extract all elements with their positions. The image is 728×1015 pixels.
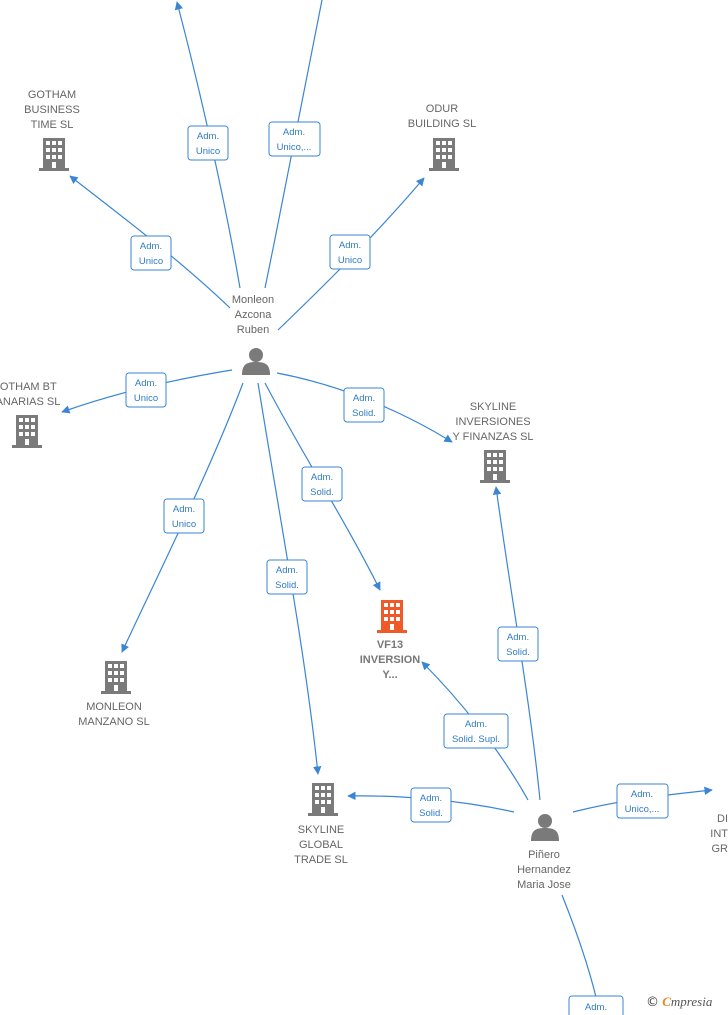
node-label: GOTHAM bbox=[28, 89, 76, 101]
node-label: GR bbox=[712, 843, 728, 855]
node-monleon-person[interactable]: Monleon Azcona Ruben bbox=[232, 294, 274, 375]
node-label: Monleon bbox=[232, 294, 274, 306]
node-label: Azcona bbox=[235, 309, 273, 321]
edge-label[interactable]: Adm. Unico bbox=[163, 498, 205, 534]
node-label: MONLEON bbox=[86, 701, 142, 713]
edge-label[interactable]: Adm. Solid. bbox=[301, 466, 343, 502]
node-label: Y... bbox=[382, 669, 397, 681]
edge-label-text: Unico,... bbox=[277, 142, 312, 153]
node-label: CANARIAS SL bbox=[0, 396, 60, 408]
node-label: Piñero bbox=[528, 849, 560, 861]
edge-label-text: Adm. bbox=[585, 1002, 607, 1013]
node-label: INVERSION bbox=[360, 654, 421, 666]
edge-labels: Adm. Unico Adm. Unico,... Adm. Unico Adm… bbox=[125, 121, 669, 1015]
building-icon bbox=[377, 600, 407, 633]
edge-label-text: Adm. bbox=[140, 241, 162, 252]
edge-label-text: Adm. bbox=[465, 719, 487, 730]
node-label: TRADE SL bbox=[294, 854, 348, 866]
brand-initial: C bbox=[662, 994, 671, 1009]
edge-label-text: Adm. bbox=[339, 240, 361, 251]
person-icon bbox=[242, 348, 270, 375]
edge-label-text: Adm. bbox=[631, 789, 653, 800]
node-label: INVERSIONES bbox=[455, 416, 530, 428]
edge-label-text: Solid. bbox=[419, 808, 443, 819]
node-label: VF13 bbox=[377, 639, 403, 651]
edge-label-text: Unico,... bbox=[625, 804, 660, 815]
edge-label[interactable]: Adm. Unico bbox=[130, 235, 172, 271]
edge-label-text: Adm. bbox=[353, 393, 375, 404]
brand-name: mpresia bbox=[670, 994, 713, 1009]
node-label: DI bbox=[717, 813, 728, 825]
edge-label-text: Adm. bbox=[507, 632, 529, 643]
node-label: BUSINESS bbox=[24, 104, 80, 116]
edge-label[interactable]: Adm. bbox=[568, 995, 624, 1015]
edge-label-text: Adm. bbox=[135, 378, 157, 389]
node-gotham-business[interactable]: GOTHAM BUSINESS TIME SL bbox=[24, 89, 80, 171]
node-label: ODUR bbox=[426, 103, 458, 115]
node-monleon-manzano[interactable]: MONLEON MANZANO SL bbox=[78, 661, 150, 728]
edge-label-text: Unico bbox=[196, 146, 220, 157]
node-label: Y FINANZAS SL bbox=[452, 431, 533, 443]
node-di-partial[interactable]: DI INT GR bbox=[710, 813, 728, 855]
edge-label[interactable]: Adm. Solid. bbox=[497, 626, 539, 662]
node-label: Ruben bbox=[237, 324, 269, 336]
edges bbox=[61, 0, 713, 1015]
building-icon bbox=[39, 138, 69, 171]
edge-label-text: Unico bbox=[338, 255, 362, 266]
building-icon bbox=[101, 661, 131, 694]
edge-label-text: Adm. bbox=[420, 793, 442, 804]
edge-label-text: Unico bbox=[172, 519, 196, 530]
building-icon bbox=[429, 138, 459, 171]
edge-label[interactable]: Adm. Unico bbox=[329, 234, 371, 270]
edge-label-text: Adm. bbox=[173, 504, 195, 515]
node-label: TIME SL bbox=[31, 119, 74, 131]
node-vf13[interactable]: VF13 INVERSION Y... bbox=[360, 600, 421, 681]
edge-label-text: Adm. bbox=[311, 472, 333, 483]
edge-label-text: Solid. bbox=[275, 580, 299, 591]
edge-label[interactable]: Adm. Unico,... bbox=[268, 121, 321, 157]
node-gotham-bt[interactable]: GOTHAM BT CANARIAS SL bbox=[0, 381, 60, 448]
node-label: MANZANO SL bbox=[78, 716, 150, 728]
node-odur[interactable]: ODUR BUILDING SL bbox=[408, 103, 476, 171]
edge-label[interactable]: Adm. Solid. bbox=[343, 387, 385, 423]
node-label: Maria Jose bbox=[517, 879, 571, 891]
edge-label-text: Unico bbox=[139, 256, 163, 267]
node-label: GOTHAM BT bbox=[0, 381, 57, 393]
node-label: Hernandez bbox=[517, 864, 571, 876]
edge-label-text: Adm. bbox=[197, 131, 219, 142]
node-label: SKYLINE bbox=[298, 824, 344, 836]
building-icon bbox=[308, 783, 338, 816]
edge-label[interactable]: Adm. Unico bbox=[187, 125, 229, 161]
node-label: SKYLINE bbox=[470, 401, 516, 413]
edge-label[interactable]: Adm. Unico bbox=[125, 372, 167, 408]
person-icon bbox=[531, 814, 559, 841]
edge-label[interactable]: Adm. Solid. bbox=[410, 787, 452, 823]
edge-label[interactable]: Adm. Solid. bbox=[266, 559, 308, 595]
empresia-logo[interactable]: © Cmpresia bbox=[646, 994, 728, 1012]
edge-label-text: Solid. bbox=[352, 408, 376, 419]
edge-label[interactable]: Adm. Unico,... bbox=[616, 783, 669, 819]
building-icon bbox=[12, 415, 42, 448]
building-icon bbox=[480, 450, 510, 483]
edge-label[interactable]: Adm. Solid. Supl. bbox=[443, 713, 509, 749]
node-skyline-inversiones[interactable]: SKYLINE INVERSIONES Y FINANZAS SL bbox=[452, 401, 534, 483]
edge-label-text: Solid. Supl. bbox=[452, 734, 500, 745]
edge-label-text: Adm. bbox=[276, 565, 298, 576]
node-label: INT bbox=[710, 828, 728, 840]
edge-label-text: Solid. bbox=[310, 487, 334, 498]
edge-label-text: Unico bbox=[134, 393, 158, 404]
node-label: BUILDING SL bbox=[408, 118, 476, 130]
edge-label-text: Solid. bbox=[506, 647, 530, 658]
node-pinero-person[interactable]: Piñero Hernandez Maria Jose bbox=[517, 814, 571, 891]
copyright-icon: © bbox=[646, 995, 659, 1010]
node-skyline-global[interactable]: SKYLINE GLOBAL TRADE SL bbox=[294, 783, 348, 866]
node-label: GLOBAL bbox=[299, 839, 343, 851]
edge-label-text: Adm. bbox=[283, 127, 305, 138]
